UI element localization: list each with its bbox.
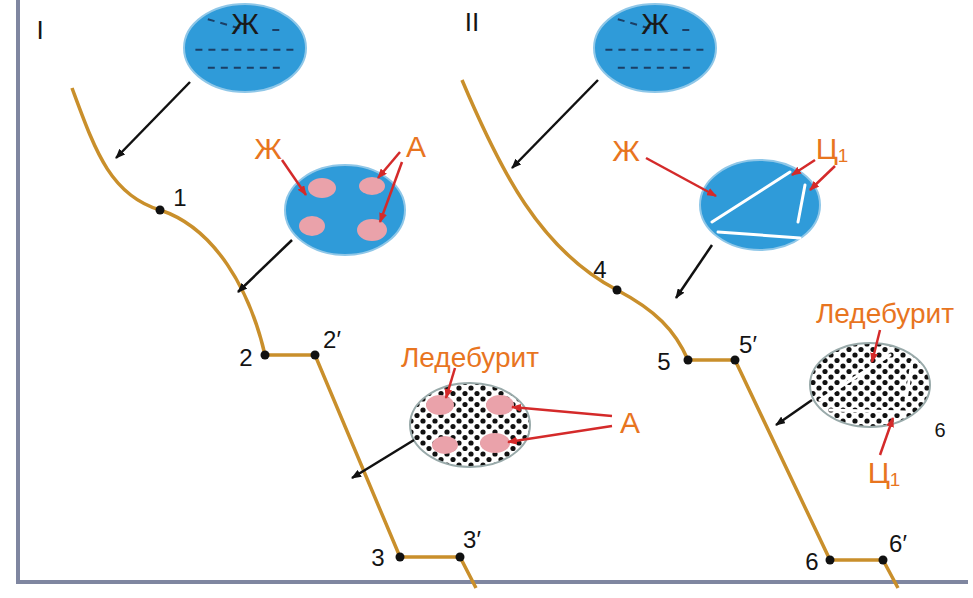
phase-circle: Ж (183, 3, 307, 93)
phase-label: А (406, 130, 426, 163)
phase-letter: Ж (183, 3, 307, 39)
phase-label: Ледебурит (816, 299, 954, 330)
phase-label: Ц₁ (816, 132, 848, 165)
phase-label: Ж (612, 134, 640, 167)
point-number: 4 (593, 257, 606, 283)
point-number: 5′ (739, 332, 757, 358)
phase-label: А (620, 406, 640, 439)
point-number: II (465, 8, 479, 37)
phase-label: Ц₁ (868, 456, 900, 489)
phase-label: Ледебурит (401, 343, 539, 374)
point-number: 2 (239, 345, 252, 371)
phase-label: Ж (254, 132, 282, 165)
point-number: I (36, 16, 43, 45)
phase-letter: Ж (593, 3, 717, 39)
point-number: 5 (657, 349, 670, 375)
point-number: 6 (805, 549, 818, 575)
point-number: 2′ (323, 327, 341, 353)
point-number: 1 (173, 185, 186, 211)
phase-circle: Ж (593, 3, 717, 93)
point-number: 6′ (889, 531, 907, 557)
point-number: 6 (934, 419, 945, 441)
point-number: 3′ (463, 527, 481, 553)
point-number: 3 (371, 545, 384, 571)
